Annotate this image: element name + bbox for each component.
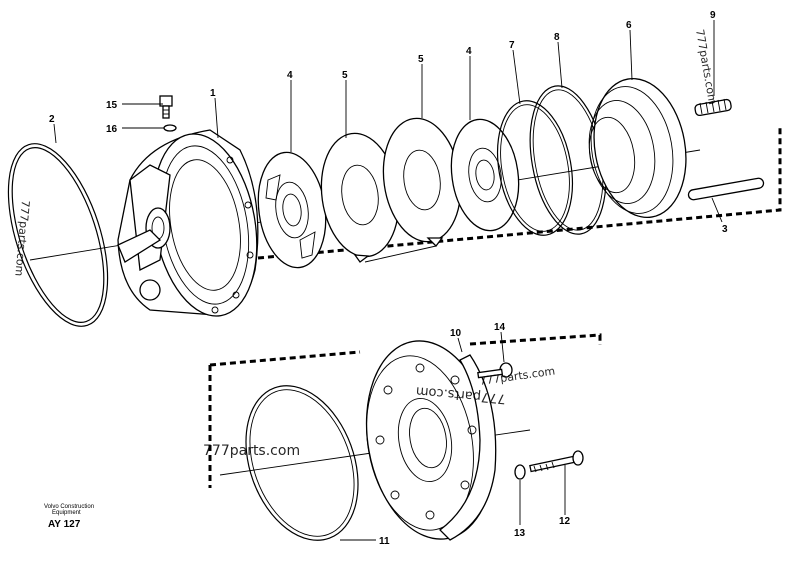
caption-block: Volvo Construction Equipment AY 127 xyxy=(44,504,94,530)
callout-8: 8 xyxy=(554,32,560,43)
piston-part-6 xyxy=(588,77,687,219)
callout-1: 1 xyxy=(210,88,216,99)
callout-12: 12 xyxy=(559,516,571,527)
bolt-part-14 xyxy=(477,362,513,379)
pin-part-3 xyxy=(687,177,765,201)
housing-part-1 xyxy=(117,129,259,317)
callout-14: 14 xyxy=(494,322,506,333)
cover-part-10 xyxy=(365,340,497,541)
caption-line-2: Equipment xyxy=(52,510,81,516)
callout-7: 7 xyxy=(509,40,515,51)
callout-5-right: 5 xyxy=(418,54,424,65)
watermark-lower-middle: 777parts.com xyxy=(479,364,556,387)
callout-labels: 1 2 3 4 4 5 5 6 7 8 9 10 11 12 13 14 15 … xyxy=(49,10,728,547)
friction-disc-part-4-right xyxy=(450,118,520,232)
callout-6: 6 xyxy=(626,20,632,31)
callout-4-left: 4 xyxy=(287,70,293,81)
caption-code: AY 127 xyxy=(48,519,81,530)
callout-13: 13 xyxy=(514,528,526,539)
bolt-part-12 xyxy=(529,450,584,473)
callout-3: 3 xyxy=(722,224,728,235)
callout-5-left: 5 xyxy=(342,70,348,81)
watermark-upper-right: 777parts.com xyxy=(693,28,719,105)
spring-part-9 xyxy=(694,98,732,117)
separator-plate-part-5-left xyxy=(320,132,400,263)
ring-part-7 xyxy=(497,100,573,236)
plug-part-15 xyxy=(159,95,173,119)
callout-10: 10 xyxy=(450,328,462,339)
leader-lines xyxy=(53,20,723,541)
callout-16: 16 xyxy=(106,124,118,135)
callout-2: 2 xyxy=(49,114,55,125)
washer-part-16 xyxy=(163,124,177,132)
watermark-lower-left: 777parts.com xyxy=(203,443,300,459)
friction-disc-part-4-left xyxy=(257,151,327,269)
callout-4-right: 4 xyxy=(466,46,472,57)
callout-11: 11 xyxy=(379,536,390,547)
callout-15: 15 xyxy=(106,100,118,111)
callout-9: 9 xyxy=(710,10,716,21)
caption-line-1: Volvo Construction xyxy=(44,504,94,510)
lower-dashed-frame xyxy=(208,333,602,488)
o-ring-part-2 xyxy=(7,143,109,327)
washer-part-13 xyxy=(514,464,526,480)
o-ring-part-11 xyxy=(245,385,359,541)
separator-plate-part-5-right xyxy=(364,117,462,263)
